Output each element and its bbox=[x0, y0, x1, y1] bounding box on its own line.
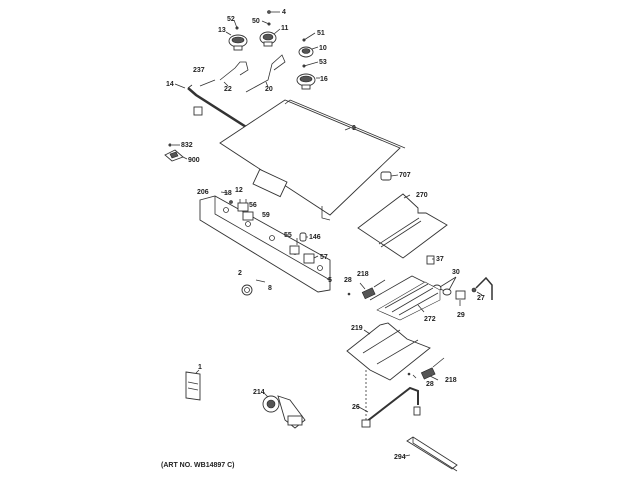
screw-832 bbox=[168, 143, 172, 147]
screw-4 bbox=[267, 10, 271, 14]
tube-20[interactable] bbox=[245, 54, 286, 93]
label-12[interactable]: 12 bbox=[235, 187, 243, 194]
burner-11[interactable] bbox=[259, 31, 277, 47]
label-52[interactable]: 52 bbox=[227, 16, 235, 23]
fitting-237[interactable] bbox=[199, 79, 216, 87]
burner-grille-272[interactable] bbox=[376, 281, 441, 321]
label-16[interactable]: 16 bbox=[320, 76, 328, 83]
label-707[interactable]: 707 bbox=[399, 172, 411, 179]
manifold-panel-5[interactable] bbox=[199, 195, 331, 293]
label-56[interactable]: 56 bbox=[249, 202, 257, 209]
label-55[interactable]: 55 bbox=[284, 232, 292, 239]
label-28-lower[interactable]: 28 bbox=[426, 381, 434, 388]
burner-16[interactable] bbox=[296, 73, 316, 90]
label-5[interactable]: 5 bbox=[328, 277, 332, 284]
bracket-37[interactable] bbox=[426, 255, 435, 265]
igniter-218-upper[interactable] bbox=[361, 279, 386, 300]
label-219[interactable]: 219 bbox=[351, 325, 363, 332]
spring-18 bbox=[229, 200, 233, 204]
burner-box-9[interactable] bbox=[219, 99, 406, 221]
burner-13[interactable] bbox=[228, 34, 248, 51]
valve-56[interactable] bbox=[237, 199, 249, 212]
knob-2[interactable] bbox=[241, 284, 253, 296]
label-20[interactable]: 20 bbox=[265, 86, 273, 93]
screw-28-lower bbox=[407, 372, 411, 376]
shield-270[interactable] bbox=[357, 193, 448, 259]
label-29[interactable]: 29 bbox=[457, 312, 465, 319]
label-26[interactable]: 26 bbox=[352, 404, 360, 411]
label-272[interactable]: 272 bbox=[424, 316, 436, 323]
label-18[interactable]: 18 bbox=[224, 190, 232, 197]
label-270[interactable]: 270 bbox=[416, 192, 428, 199]
label-50[interactable]: 50 bbox=[252, 18, 260, 25]
label-10[interactable]: 10 bbox=[319, 45, 327, 52]
art-number: (ART NO. WB14897 C) bbox=[161, 462, 235, 469]
clip-707[interactable] bbox=[380, 171, 392, 181]
broil-panel-219[interactable] bbox=[346, 322, 431, 381]
label-237[interactable]: 237 bbox=[193, 67, 205, 74]
screw-28-upper bbox=[347, 292, 351, 296]
label-27[interactable]: 27 bbox=[477, 295, 485, 302]
bake-burner-26[interactable] bbox=[361, 386, 421, 428]
label-28-upper[interactable]: 28 bbox=[344, 277, 352, 284]
trim-294[interactable] bbox=[406, 436, 458, 472]
igniter-218-lower[interactable] bbox=[420, 357, 445, 380]
label-294[interactable]: 294 bbox=[394, 454, 406, 461]
valve-59[interactable] bbox=[242, 211, 254, 221]
orifice-29[interactable] bbox=[455, 290, 466, 300]
label-900[interactable]: 900 bbox=[188, 157, 200, 164]
label-53[interactable]: 53 bbox=[319, 59, 327, 66]
label-832[interactable]: 832 bbox=[181, 142, 193, 149]
label-2[interactable]: 2 bbox=[238, 270, 242, 277]
control-214[interactable] bbox=[262, 395, 306, 429]
label-4[interactable]: 4 bbox=[282, 9, 286, 16]
label-22[interactable]: 22 bbox=[224, 86, 232, 93]
label-57[interactable]: 57 bbox=[320, 254, 328, 261]
pin-8 bbox=[255, 279, 266, 283]
label-214[interactable]: 214 bbox=[253, 389, 265, 396]
label-9[interactable]: 9 bbox=[352, 125, 356, 132]
label-13[interactable]: 13 bbox=[218, 27, 226, 34]
label-206[interactable]: 206 bbox=[197, 189, 209, 196]
label-218-lower[interactable]: 218 bbox=[445, 377, 457, 384]
label-218-upper[interactable]: 218 bbox=[357, 271, 369, 278]
label-146[interactable]: 146 bbox=[309, 234, 321, 241]
electrode-27[interactable] bbox=[471, 276, 493, 300]
burner-10[interactable] bbox=[298, 46, 314, 58]
label-37[interactable]: 37 bbox=[436, 256, 444, 263]
tube-22[interactable] bbox=[219, 61, 249, 81]
label-14[interactable]: 14 bbox=[166, 81, 174, 88]
label-30[interactable]: 30 bbox=[452, 269, 460, 276]
regulator-146[interactable] bbox=[299, 232, 307, 242]
label-8[interactable]: 8 bbox=[268, 285, 272, 292]
leader-lines bbox=[172, 11, 483, 457]
valve-55[interactable] bbox=[289, 245, 300, 255]
label-51[interactable]: 51 bbox=[317, 30, 325, 37]
valve-57[interactable] bbox=[303, 253, 315, 264]
label-59[interactable]: 59 bbox=[262, 212, 270, 219]
label-1[interactable]: 1 bbox=[198, 364, 202, 371]
manual-1[interactable] bbox=[185, 371, 201, 401]
bracket-900[interactable] bbox=[164, 149, 184, 162]
label-11[interactable]: 11 bbox=[281, 25, 289, 32]
